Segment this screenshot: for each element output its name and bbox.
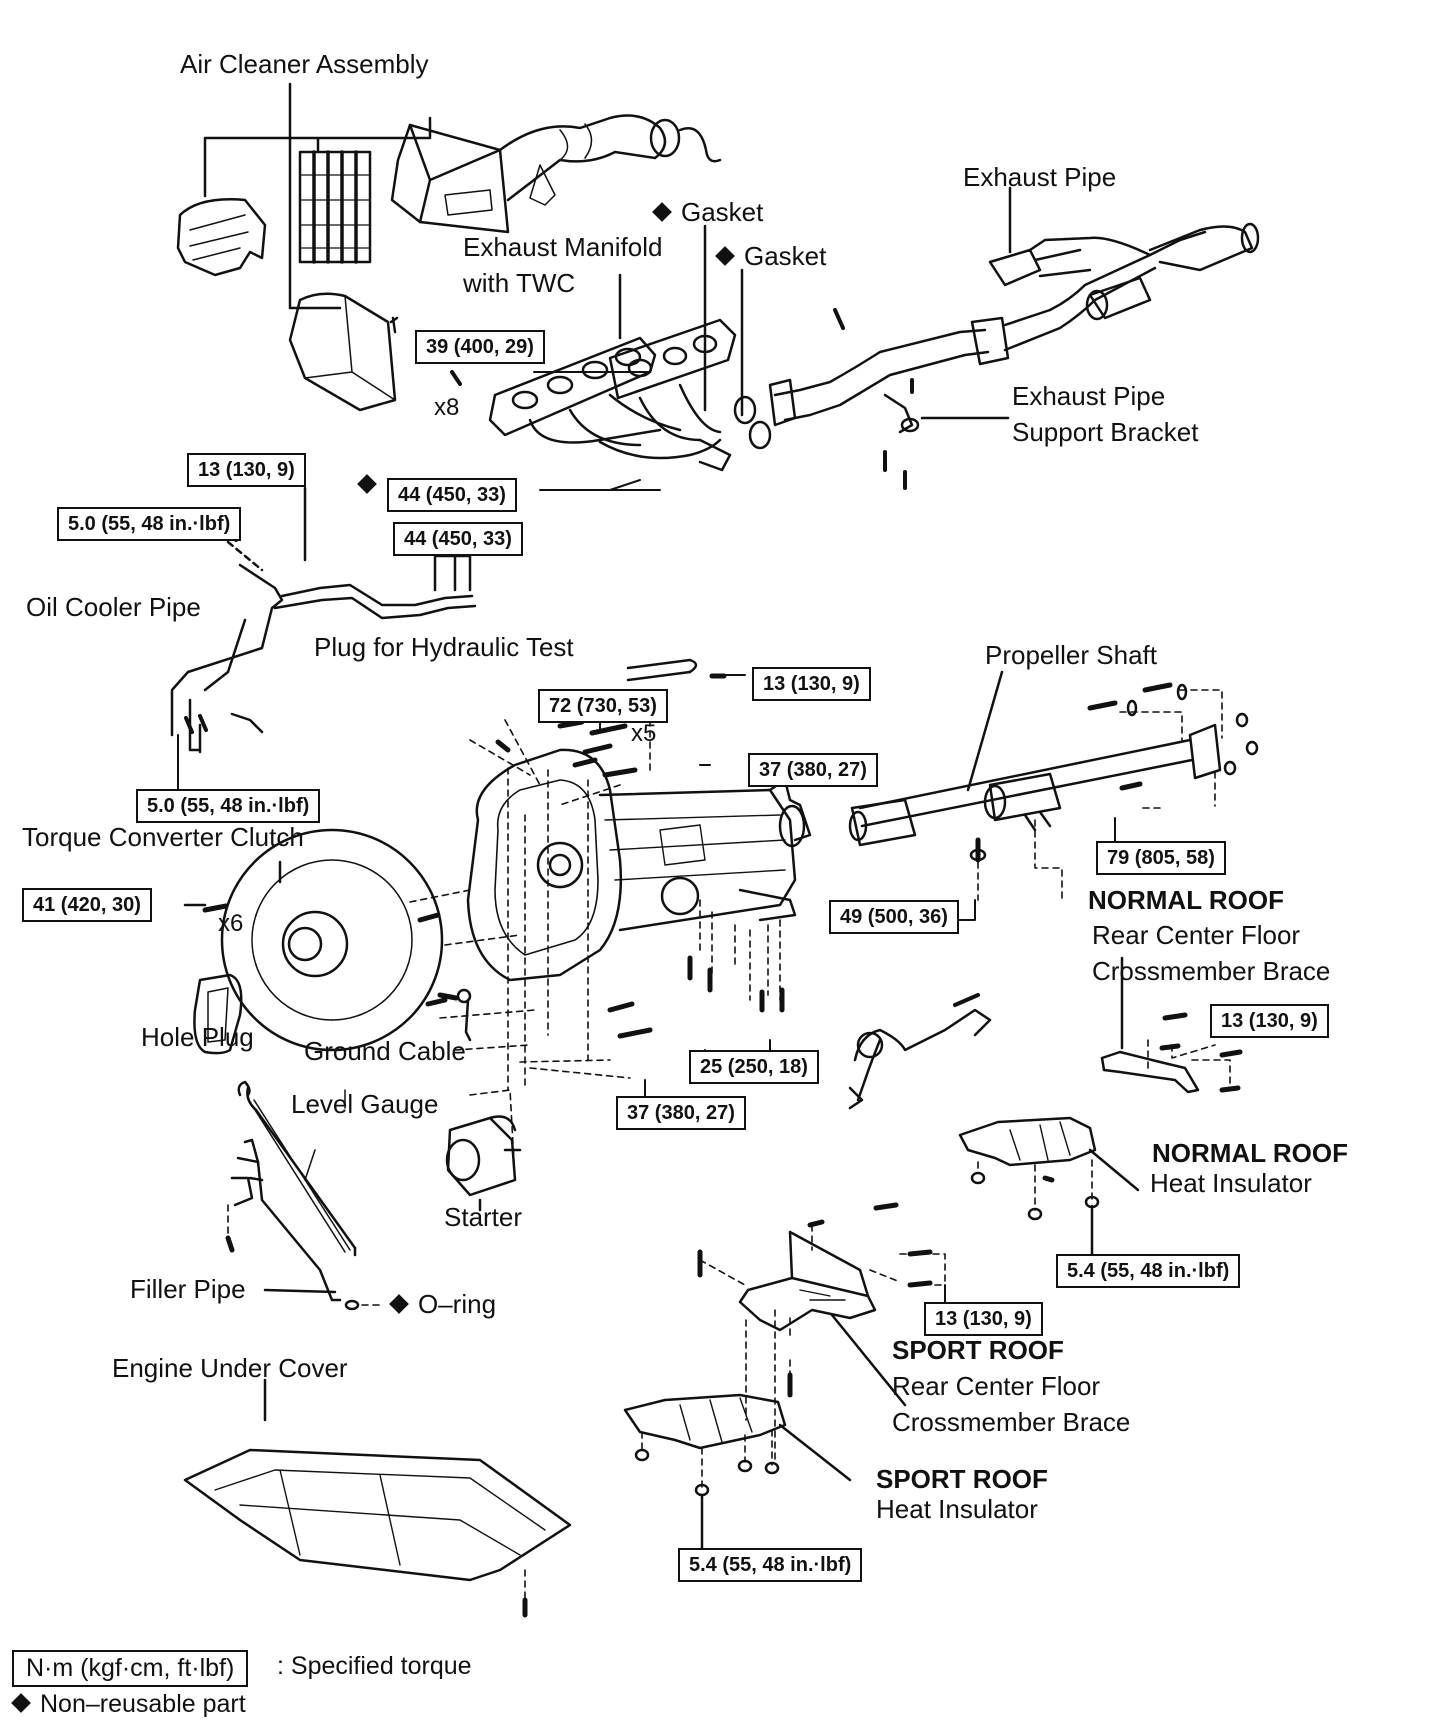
torque-spec-box: 44 (450, 33) [393,522,523,556]
torque-spec-box: 5.0 (55, 48 in.·lbf) [136,789,321,823]
propeller-shaft-drawing [848,670,1259,901]
torque-converter-drawing [183,828,444,1055]
exhaust-manifold-label: Exhaust Manifold [463,232,663,262]
legend-torque-unit-box: N·m (kgf·cm, ft·lbf) [12,1650,249,1687]
propeller-shaft-label: Propeller Shaft [985,640,1157,670]
filler-pipe-label: Filler Pipe [130,1274,246,1304]
exhaust-manifold-drawing [450,224,772,472]
level-gauge-label: Level Gauge [291,1089,439,1119]
exhaust-pipe-label: Exhaust Pipe [963,162,1117,192]
normal-roof-heat-label: NORMAL ROOF [1152,1138,1348,1168]
non-reusable-diamond-icon [715,246,735,266]
sport-roof-heat-label-2: Heat Insulator [876,1494,1038,1524]
sport-roof-heat-label: SPORT ROOF [876,1464,1048,1494]
sport-roof-brace-label-3: Crossmember Brace [892,1407,1131,1437]
exhaust-pipe-support-label: Exhaust Pipe [1012,381,1166,411]
normal-roof-heat-label-2: Heat Insulator [1150,1168,1312,1198]
transmission-drawing [409,658,812,1181]
non-reusable-diamond-icon [357,473,386,498]
sport-roof-heat-insulator-drawing [623,1393,852,1552]
exhaust-pipe-drawing [768,186,1260,490]
exhaust-manifold-label-2: with TWC [463,268,576,298]
hole-plug-label: Hole Plug [141,1022,254,1052]
torque-spec-box: 37 (380, 27) [748,753,878,787]
torque-spec-box: 44 (450, 33) [387,478,517,512]
plug-hydraulic-test-label: Plug for Hydraulic Test [314,632,574,662]
air-cleaner-assembly-drawing [176,82,722,412]
torque-spec-box: 13 (130, 9) [752,667,871,701]
torque-converter-clutch-label: Torque Converter Clutch [22,822,304,852]
torque-spec-box: 5.0 (55, 48 in.·lbf) [57,507,242,541]
ground-cable-label: Ground Cable [304,1036,466,1066]
torque-spec-box: 72 (730, 53) [538,689,668,723]
torque-spec-box: 39 (400, 29) [415,330,545,364]
exhaust-pipe-support-label-2: Support Bracket [1012,417,1199,447]
legend-specified-torque: : Specified torque [277,1652,472,1680]
oil-cooler-pipe-label: Oil Cooler Pipe [26,592,201,622]
torque-spec-box: 25 (250, 18) [689,1050,819,1084]
starter-label: Starter [444,1202,523,1232]
non-reusable-diamond-icon [389,1294,409,1314]
torque-spec-box: 49 (500, 36) [829,900,959,934]
torque-spec-box: 79 (805, 58) [1096,841,1226,875]
air-cleaner-assembly-label: Air Cleaner Assembly [180,49,429,79]
torque-spec-box: 13 (130, 9) [187,453,306,487]
sport-roof-brace-drawing [697,1202,946,1461]
normal-roof-brace-drawing [1100,956,1243,1094]
gasket-label-1: Gasket [652,197,763,228]
normal-roof-brace-label-2: Rear Center Floor [1092,920,1301,950]
normal-roof-brace-label-3: Crossmember Brace [1092,956,1331,986]
quantity-x8: x8 [434,394,460,421]
gasket-label-2: Gasket [715,241,826,272]
wire-harness-drawing [848,993,992,1110]
torque-spec-box: 13 (130, 9) [924,1302,1043,1336]
non-reusable-diamond-icon [11,1693,31,1713]
lower-left-parts-drawing [225,988,522,1311]
legend-non-reusable: Non–reusable part [11,1690,246,1719]
quantity-x5: x5 [631,720,657,747]
normal-roof-heat-insulator-drawing [958,1116,1140,1257]
engine-under-cover-label: Engine Under Cover [112,1353,348,1383]
torque-spec-box: 5.4 (55, 48 in.·lbf) [678,1548,863,1582]
non-reusable-diamond-icon [652,202,672,222]
torque-spec-box: 37 (380, 27) [616,1096,746,1130]
sport-roof-brace-label: SPORT ROOF [892,1335,1064,1365]
torque-spec-box: 41 (420, 30) [22,888,152,922]
quantity-x6: x6 [218,910,244,937]
o-ring-label: O–ring [389,1289,496,1320]
torque-leader-lines [177,371,1116,1311]
sport-roof-brace-label-2: Rear Center Floor [892,1371,1101,1401]
engine-under-cover-drawing [183,1378,572,1618]
torque-spec-box: 13 (130, 9) [1210,1004,1329,1038]
normal-roof-brace-label: NORMAL ROOF [1088,885,1284,915]
torque-spec-box: 5.4 (55, 48 in.·lbf) [1056,1254,1241,1288]
